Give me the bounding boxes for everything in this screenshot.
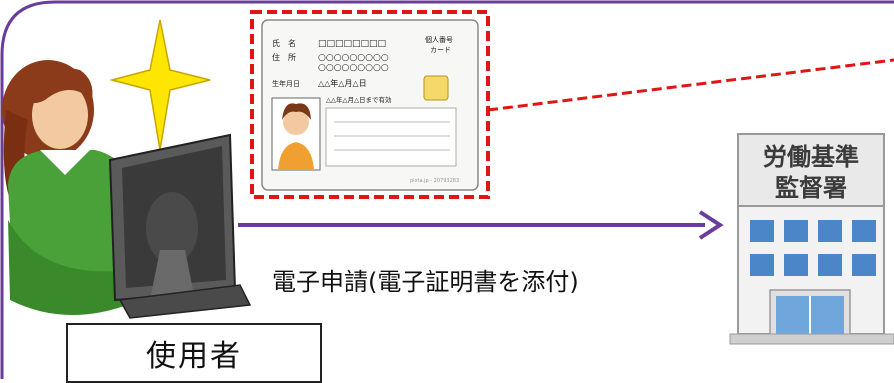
building-icon (729, 133, 894, 345)
user-label: 使用者 (146, 339, 242, 374)
person-icon (2, 60, 140, 315)
sparkle-icon (109, 19, 211, 151)
flow-caption: 電子申請(電子証明書を添付) (272, 268, 579, 296)
card-birth-value: △△年△月△日 (318, 78, 367, 88)
card-address-label: 住 所 (272, 52, 296, 62)
office-sign-line-2: 監督署 (775, 174, 847, 202)
card-address-value-1: ○○○○○○○○○ (318, 53, 389, 63)
card-birth-label: 生年月日 (272, 79, 300, 88)
dashed-connector (487, 58, 894, 112)
arrow-head-icon (698, 210, 724, 240)
monitor-icon (108, 133, 252, 319)
card-expiry: △△年△月△日まで有効 (326, 95, 392, 104)
card-credit: pixta.jp - 20793283 (410, 178, 459, 184)
office-sign-line-1: 労働基準 (763, 143, 859, 171)
card-name-label: 氏 名 (272, 38, 296, 48)
card-title-2: カード (430, 46, 451, 54)
id-card-icon (261, 19, 479, 191)
user-label-box: 使用者 (66, 323, 322, 383)
card-name-value: □□□□□□□□ (318, 39, 386, 49)
card-title-1: 個人番号 (425, 35, 453, 44)
card-address-value-2: ○○○○○○○○○ (318, 63, 389, 73)
